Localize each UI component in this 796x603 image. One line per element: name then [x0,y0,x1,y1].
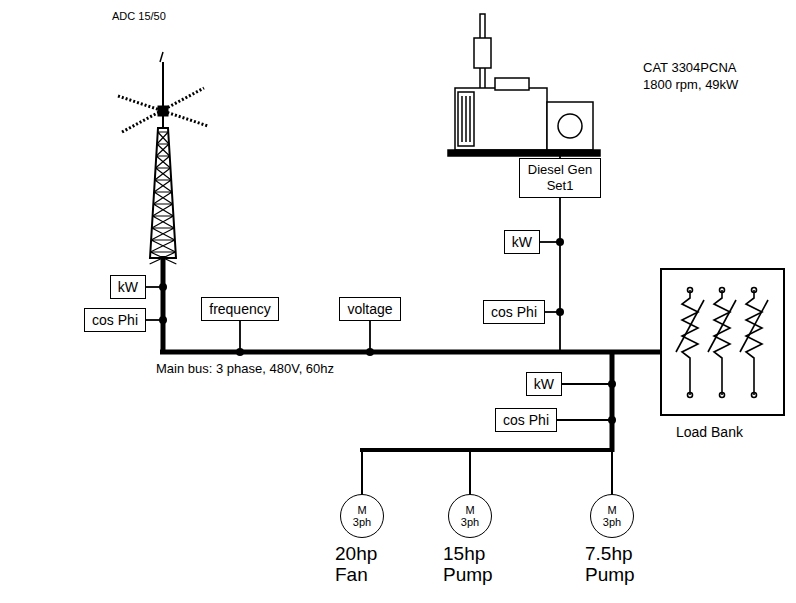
motor-label: M 3ph [599,504,625,528]
motor-symbol: M 3ph15hp Pump [448,494,492,538]
diesel-genset [448,14,600,156]
genset-label: Diesel Gen Set1 [528,162,592,193]
motor-label: M 3ph [457,504,483,528]
tap-dot [159,283,167,291]
meter-label: voltage [347,301,392,317]
tap-dot [556,308,564,316]
tap-dot [608,416,616,424]
tap-dot [608,380,616,388]
meter-box: cos Phi [495,408,557,432]
motor-label: M 3ph [349,504,375,528]
leader-line [562,383,612,385]
motor-rating: 7.5hp Pump [585,543,659,585]
motor-rating: 20hp Fan [335,543,409,585]
meter-label: frequency [209,301,270,317]
meter-box: kW [504,230,540,254]
meter-box: cos Phi [483,300,545,324]
load-bank: Load Bank [660,268,785,416]
text-label: Main bus: 3 phase, 480V, 60hz [156,361,334,376]
load-bank-label: Load Bank [676,424,743,440]
motor-symbol: M 3ph20hp Fan [340,494,384,538]
tap-dot [159,316,167,324]
meter-label: cos Phi [503,412,549,428]
genset-box: Diesel Gen Set1 [519,158,601,198]
text-label: 1800 rpm, 49kW [643,77,738,92]
text-label: CAT 3304PCNA [643,60,736,75]
meter-box: kW [526,372,562,396]
motor-symbol: M 3ph7.5hp Pump [590,494,634,538]
meter-box: cos Phi [84,308,146,332]
meter-box: kW [110,275,146,299]
leader-line [557,419,612,421]
wind-turbine [118,52,208,264]
text-label: ADC 15/50 [112,10,166,22]
meter-label: kW [118,279,138,295]
meter-label: kW [534,376,554,392]
meter-label: kW [512,234,532,250]
meter-box: frequency [201,297,278,321]
wiring [146,156,662,494]
motor-rating: 15hp Pump [443,543,517,585]
meter-box: voltage [339,297,400,321]
tap-dot [556,238,564,246]
meter-label: cos Phi [491,304,537,320]
resistor-symbol [676,288,768,398]
meter-label: cos Phi [92,312,138,328]
